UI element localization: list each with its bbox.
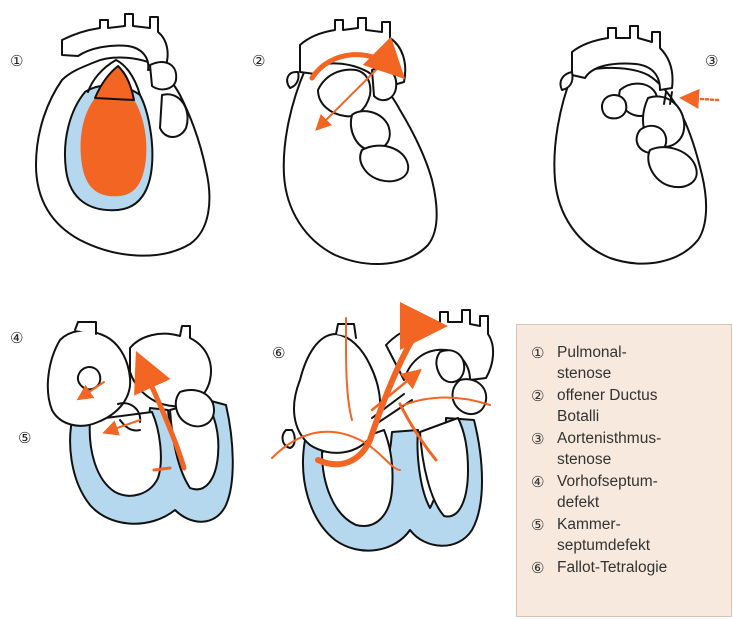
heart-panel-3 — [554, 26, 706, 264]
legend-number: ⑤ — [531, 514, 557, 536]
legend-item-1: ① Pulmonal- stenose — [531, 342, 725, 384]
legend-label: Pulmonal- stenose — [557, 342, 627, 384]
legend-item-6: ⑥ Fallot-Tetralogie — [531, 557, 725, 579]
heart-panel-4 — [48, 322, 233, 524]
legend-item-4: ④ Vorhofseptum- defekt — [531, 471, 725, 513]
panel-2-number: ② — [252, 52, 265, 70]
panel-6-number: ⑥ — [272, 344, 285, 362]
panel-3-number: ③ — [705, 52, 718, 70]
heart-panel-6 — [283, 310, 494, 551]
panel-5-number: ⑤ — [18, 429, 31, 447]
legend-item-5: ⑤ Kammer- septumdefekt — [531, 514, 725, 556]
legend-label: Vorhofseptum- defekt — [557, 471, 658, 513]
legend-item-2: ② offener Ductus Botalli — [531, 385, 725, 427]
panel-1-number: ① — [10, 52, 23, 70]
legend-label: offener Ductus Botalli — [557, 385, 658, 427]
legend-label: Kammer- septumdefekt — [557, 514, 650, 556]
legend-label: Fallot-Tetralogie — [557, 557, 667, 578]
isthmus-arrow — [684, 98, 718, 100]
legend-box: ① Pulmonal- stenose ② offener Ductus Bot… — [516, 324, 732, 617]
legend-number: ③ — [531, 428, 557, 450]
legend-number: ④ — [531, 471, 557, 493]
legend-number: ⑥ — [531, 557, 557, 579]
legend-number: ② — [531, 385, 557, 407]
legend-number: ① — [531, 342, 557, 364]
legend-item-3: ③ Aortenisthmus- stenose — [531, 428, 725, 470]
legend-label: Aortenisthmus- stenose — [557, 428, 661, 470]
panel-4-number: ④ — [10, 329, 23, 347]
heart-panel-1 — [36, 14, 209, 256]
